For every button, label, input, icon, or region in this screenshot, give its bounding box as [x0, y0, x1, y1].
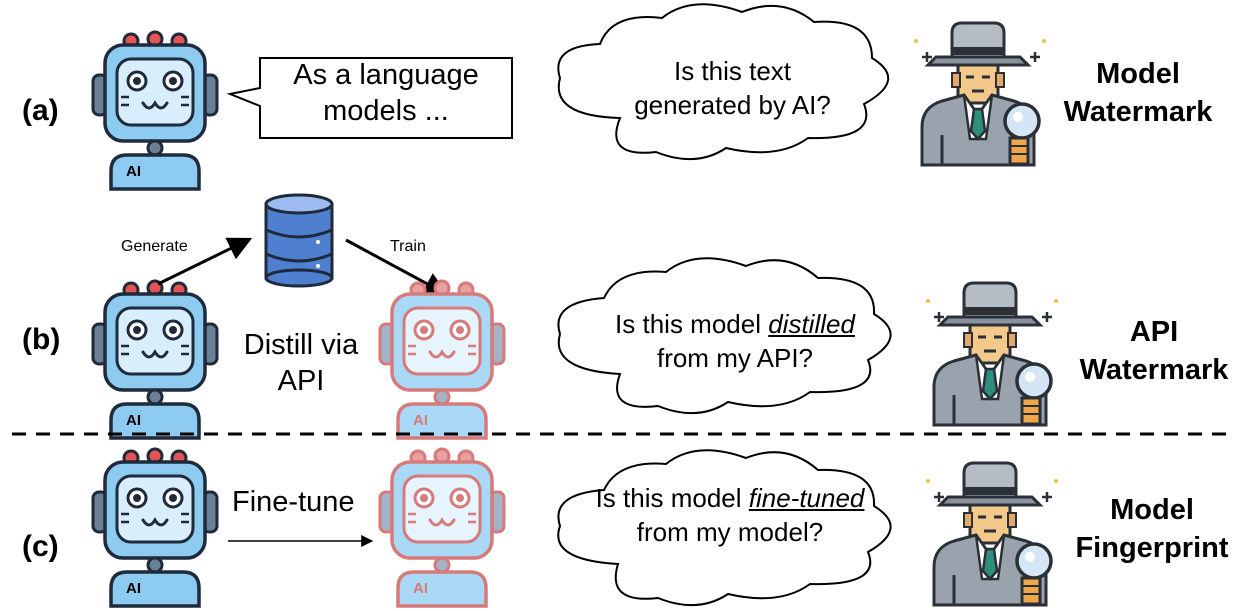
robot-icon-c: [91, 447, 219, 608]
robot-copy-badge-b: AI: [413, 412, 428, 429]
row-label-c: (c): [22, 530, 59, 563]
method-title-b: API Watermark: [1062, 314, 1242, 389]
robot-icon-a: [91, 30, 219, 191]
robot-icon-b: [91, 279, 219, 440]
generate-arrow: [157, 237, 253, 286]
speech-line-2: models ...: [323, 94, 449, 127]
cloud-b-line-2: from my API?: [656, 342, 814, 373]
cloud-c-pre: Is this model: [595, 483, 749, 513]
train-arrow: [345, 238, 449, 296]
speech-line-1: As a language: [293, 59, 479, 91]
generate-label: Generate: [121, 238, 188, 255]
title-c-line-2: Fingerprint: [1075, 531, 1229, 564]
cloud-c-emphasis: fine-tuned: [748, 483, 865, 513]
thought-cloud-b: [557, 257, 892, 415]
detective-icon-a: [912, 21, 1048, 167]
distill-text: Distill via API: [228, 328, 374, 400]
robot-badge-b: AI: [126, 412, 141, 429]
title-a-line-2: Watermark: [1063, 95, 1213, 128]
title-a-line-1: Model: [1096, 58, 1180, 90]
robot-copy-badge-c: AI: [413, 580, 428, 597]
row-label-b: (b): [22, 323, 61, 356]
detective-icon-b: [924, 281, 1060, 427]
title-b-line-1: API: [1129, 316, 1179, 348]
row-label-a: (a): [22, 94, 59, 127]
cloud-b-pre: Is this model: [615, 309, 769, 339]
robot-badge-c: AI: [126, 580, 141, 597]
thought-cloud-c: [557, 449, 892, 607]
robot-copy-icon-b: [378, 279, 506, 440]
robot-badge-a: AI: [126, 163, 141, 180]
cloud-text-c: Is this model fine-tuned from my model?: [560, 482, 900, 550]
method-title-c: Model Fingerprint: [1062, 492, 1242, 567]
method-title-a: Model Watermark: [1050, 56, 1226, 131]
title-c-line-1: Model: [1110, 494, 1194, 526]
speech-bubble-a: [226, 57, 513, 139]
fine-tune-label: Fine-tune: [232, 486, 355, 518]
cloud-text-a: Is this text generated by AI?: [590, 55, 875, 123]
cloud-text-b: Is this model distilled from my API?: [575, 308, 895, 376]
cloud-b-emphasis: distilled: [768, 309, 855, 339]
thought-cloud-a: [557, 3, 890, 161]
detective-icon-c: [924, 461, 1060, 607]
title-b-line-2: Watermark: [1079, 353, 1229, 386]
cloud-a-line-2: generated by AI?: [634, 89, 831, 120]
distill-line-1: Distill via: [243, 329, 359, 361]
robot-copy-icon-c: [378, 447, 506, 608]
cloud-a-line-1: Is this text: [673, 56, 792, 86]
database-icon: [264, 193, 334, 288]
train-label: Train: [390, 238, 426, 255]
distill-line-2: API: [277, 364, 325, 397]
speech-text-a: As a language models ...: [262, 58, 510, 130]
cloud-c-line-2: from my model?: [636, 516, 824, 547]
